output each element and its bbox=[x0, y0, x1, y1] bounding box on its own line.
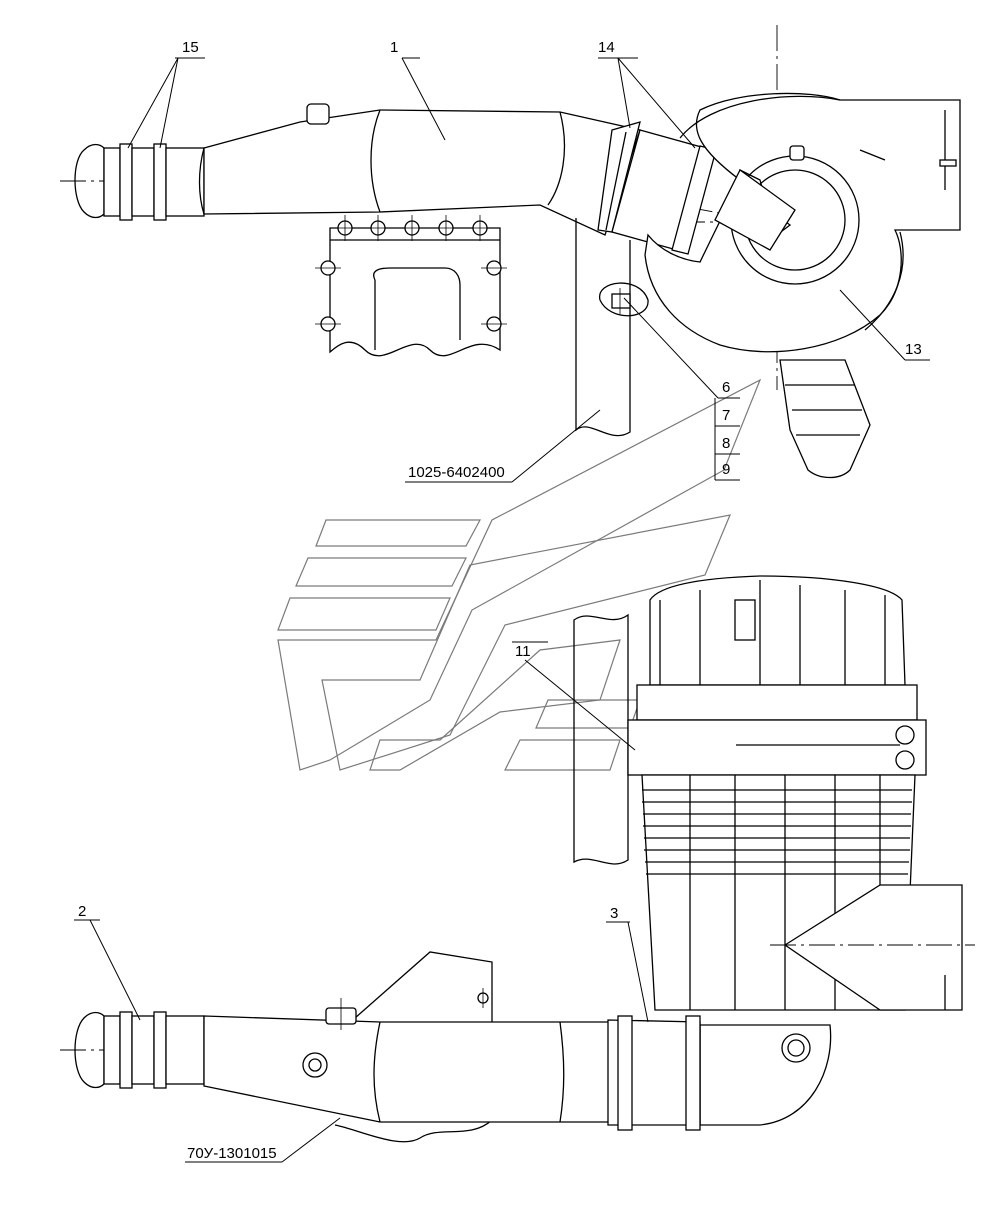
callout-8: 8 bbox=[722, 435, 730, 452]
bolt bbox=[481, 316, 507, 332]
bracket-1025 bbox=[315, 215, 507, 357]
callout-9: 9 bbox=[722, 461, 730, 478]
bolt bbox=[481, 260, 507, 276]
inlet-sleeve bbox=[74, 143, 205, 221]
bolt bbox=[467, 215, 493, 241]
part-number-bracket: 1025-6402400 bbox=[408, 464, 505, 481]
watermark-logo bbox=[277, 378, 762, 771]
bolt bbox=[315, 316, 341, 332]
callout-2: 2 bbox=[78, 903, 86, 920]
side-view-assembly: 11 2 3 70У-1301015 bbox=[60, 575, 975, 1163]
clamp-14 bbox=[597, 121, 717, 255]
callout-11: 11 bbox=[515, 643, 531, 660]
callout-15: 15 bbox=[182, 39, 199, 56]
bolt bbox=[365, 215, 391, 241]
frame-rail bbox=[575, 218, 631, 437]
air-cleaner-side bbox=[627, 575, 975, 1126]
callout-13: 13 bbox=[905, 341, 922, 358]
callout-7: 7 bbox=[722, 407, 730, 424]
callout-6: 6 bbox=[722, 379, 730, 396]
air-cleaner-top bbox=[599, 92, 961, 479]
callout-1: 1 bbox=[390, 39, 398, 56]
bolt bbox=[433, 215, 459, 241]
bolt bbox=[315, 260, 341, 276]
callout-3: 3 bbox=[610, 905, 618, 922]
part-number-intake-pipe: 70У-1301015 bbox=[187, 1145, 277, 1162]
leader-lines-top bbox=[127, 57, 930, 483]
top-view-assembly: 15 1 14 13 6 7 8 9 1025-6402400 bbox=[60, 25, 961, 483]
bolt bbox=[332, 215, 358, 241]
bolt bbox=[399, 215, 425, 241]
callout-14: 14 bbox=[598, 39, 615, 56]
intake-pipe-1 bbox=[198, 103, 641, 236]
